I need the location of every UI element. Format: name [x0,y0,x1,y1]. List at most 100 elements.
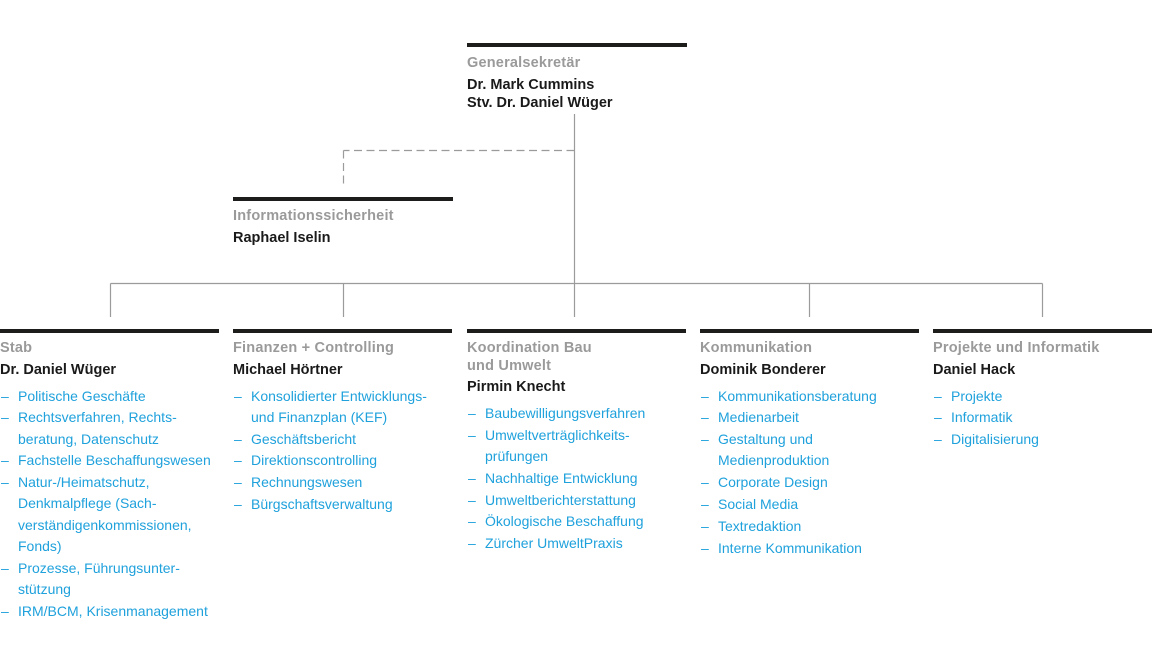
department-kommunikation: Kommunikation Dominik Bonderer –Kommunik… [700,329,919,559]
list-item: –Nachhaltige Entwicklung [467,468,686,489]
list-item-text: Prozesse, Führungsunter- stützung [18,559,180,598]
general-secretary-name: Dr. Mark Cummins [467,76,595,93]
dash-bullet: – [1,602,9,619]
dash-bullet: – [1,387,9,404]
list-item: –Corporate Design [700,472,919,493]
list-item: –Bürgschaftsverwaltung [233,494,452,515]
dash-bullet: – [468,513,476,530]
staff-unit-title: Informationssicherheit [233,208,394,224]
dash-bullet: – [468,535,476,552]
department-stab-head: Dr. Daniel Wüger [0,361,117,378]
list-item: –Social Media [700,494,919,515]
dash-bullet: – [1,559,9,576]
department-finanzen-title: Finanzen + Controlling [233,340,395,356]
list-item: –Direktionscontrolling [233,450,452,471]
dash-bullet: – [234,474,242,491]
list-item-text: Politische Geschäfte [18,387,146,404]
dash-bullet: – [1,409,9,426]
list-item: –Geschäftsbericht [233,429,452,450]
list-item-text: Baubewilligungsverfahren [485,405,646,421]
dash-bullet: – [934,387,942,404]
list-item: –Rechnungswesen [233,472,452,493]
list-item: –Politische Geschäfte [0,386,219,407]
list-item: –Natur-/Heimatschutz, Denkmalpflege (Sac… [0,472,219,557]
general-secretary-deputy: Stv. Dr. Daniel Wüger [467,94,613,111]
list-item: –Kommunikationsberatung [700,386,919,407]
dash-bullet: – [1,452,9,469]
list-item-text: Social Media [718,495,799,512]
dash-bullet: – [234,430,242,447]
department-kommunikation-title: Kommunikation [700,340,813,356]
list-item-text: Geschäftsbericht [251,430,357,447]
dash-bullet: – [701,517,709,534]
list-item-text: Corporate Design [718,474,828,491]
staff-unit-box: Informationssicherheit Raphael Iselin [233,197,453,247]
list-item: –Projekte [933,386,1152,407]
list-item-text: Nachhaltige Entwicklung [485,469,638,486]
department-projekte-head: Daniel Hack [933,361,1016,378]
department-stab-title: Stab [0,340,33,356]
dash-bullet: – [468,491,476,508]
department-koordination: Koordination Bau und Umwelt Pirmin Knech… [467,329,686,555]
list-item-text: Gestaltung und Medienproduktion [718,431,830,469]
list-item: –Konsolidierter Entwicklungs- und Finanz… [233,386,452,429]
list-item-text: Projekte [951,387,1003,404]
list-item-text: Umweltberichterstattung [485,491,636,508]
dash-bullet: – [701,474,709,491]
dash-bullet: – [934,409,942,426]
department-stab: Stab Dr. Daniel Wüger –Politische Geschä… [0,329,219,623]
staff-unit-bar [233,197,453,201]
department-finanzen-items: –Konsolidierter Entwicklungs- und Finanz… [233,386,452,516]
list-item: –Medienarbeit [700,407,919,428]
dash-bullet: – [234,495,242,512]
department-projekte: Projekte und Informatik Daniel Hack –Pro… [933,329,1152,451]
general-secretary-title: Generalsekretär [467,55,581,71]
list-item: –Zürcher UmweltPraxis [467,533,686,554]
department-koordination-head: Pirmin Knecht [467,379,566,395]
list-item-text: Fachstelle Beschaffungswesen [18,452,211,469]
list-item: –Umweltberichterstattung [467,490,686,511]
department-koordination-items: –Baubewilligungsverfahren–Umweltverträgl… [467,403,686,555]
list-item: –Baubewilligungsverfahren [467,403,686,424]
dash-bullet: – [468,469,476,486]
list-item-text: Medienarbeit [718,409,799,426]
department-projekte-title: Projekte und Informatik [933,340,1100,356]
dash-bullet: – [234,387,242,404]
department-kommunikation-items: –Kommunikationsberatung–Medienarbeit–Ges… [700,386,919,559]
staff-unit-name: Raphael Iselin [233,229,331,246]
dash-bullet: – [701,387,709,404]
department-finanzen: Finanzen + Controlling Michael Hörtner –… [233,329,452,516]
list-item-text: Konsolidierter Entwicklungs- und Finanzp… [251,387,427,425]
list-item: –Digitalisierung [933,429,1152,450]
list-item: –Fachstelle Beschaffungswesen [0,450,219,471]
list-item-text: Zürcher UmweltPraxis [485,535,623,552]
list-item-text: Digitalisierung [951,431,1039,448]
list-item: –Interne Kommunikation [700,538,919,559]
department-kommunikation-head: Dominik Bonderer [700,361,826,378]
dash-bullet: – [934,431,942,448]
department-stab-bar [0,329,219,333]
dash-bullet: – [234,452,242,469]
list-item-text: Rechnungswesen [251,474,363,491]
general-secretary-box: Generalsekretär Dr. Mark Cummins Stv. Dr… [467,43,687,112]
department-koordination-bar [467,329,686,333]
list-item-text: Ökologische Beschaffung [485,513,644,530]
department-koordination-title: Koordination Bau und Umwelt [467,340,592,374]
list-item-text: Natur-/Heimatschutz, Denkmalpflege (Sach… [18,474,192,555]
list-item: –Textredaktion [700,516,919,537]
department-projekte-bar [933,329,1152,333]
department-finanzen-head: Michael Hörtner [233,361,343,378]
department-kommunikation-bar [700,329,919,333]
list-item-text: Kommunikationsberatung [718,387,877,404]
list-item: –Ökologische Beschaffung [467,511,686,532]
list-item-text: IRM/BCM, Krisenmanagement [18,602,208,619]
list-item-text: Rechtsverfahren, Rechts- beratung, Daten… [18,409,177,447]
list-item-text: Informatik [951,409,1013,426]
list-item-text: Direktionscontrolling [251,452,378,469]
list-item-text: Bürgschaftsverwaltung [251,495,393,512]
dash-bullet: – [701,431,709,448]
general-secretary-bar [467,43,687,47]
dash-bullet: – [701,539,709,556]
list-item-text: Textredaktion [718,517,802,534]
